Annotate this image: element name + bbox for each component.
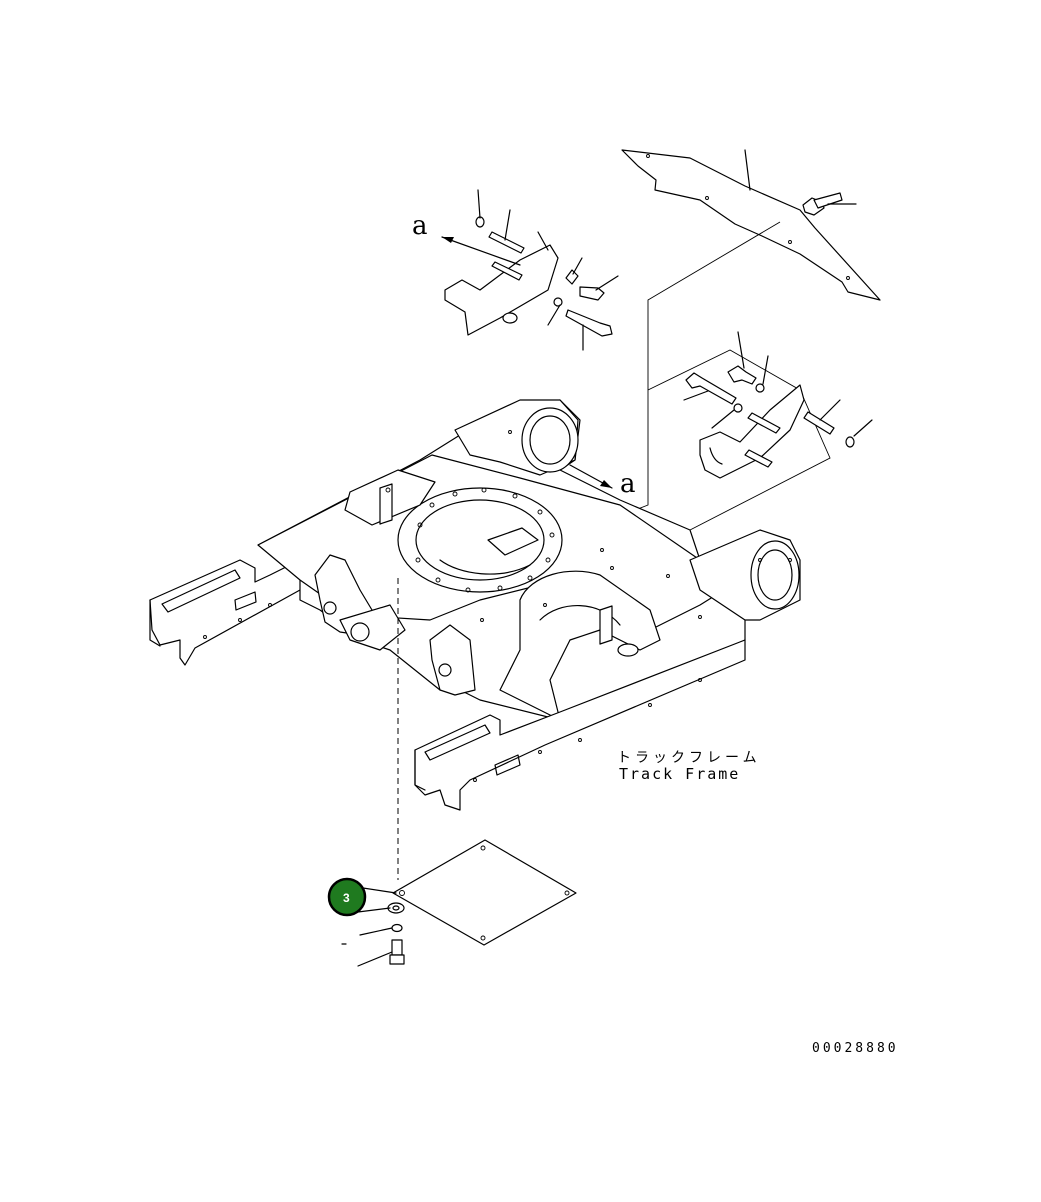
- label-track-frame-jp: トラックフレーム: [617, 750, 761, 766]
- label-track-frame-en: Track Frame: [619, 765, 740, 783]
- view-marker-top: a: [412, 211, 428, 241]
- upper-cover-plate: [621, 149, 881, 301]
- view-arrow-side: [569, 464, 613, 489]
- track-frame-body: [149, 399, 801, 811]
- view-marker-side: a: [620, 469, 636, 499]
- drawing-number: 00028880: [812, 1041, 899, 1056]
- part-callout-3[interactable]: 3: [327, 877, 367, 917]
- upper-left-bracket-assembly: [441, 189, 619, 351]
- lower-cover-plate: [392, 839, 577, 946]
- lower-fasteners: [341, 887, 405, 967]
- cover-bolt: [802, 192, 857, 216]
- right-bracket-assembly: [647, 331, 873, 531]
- callout-number: 3: [343, 891, 350, 905]
